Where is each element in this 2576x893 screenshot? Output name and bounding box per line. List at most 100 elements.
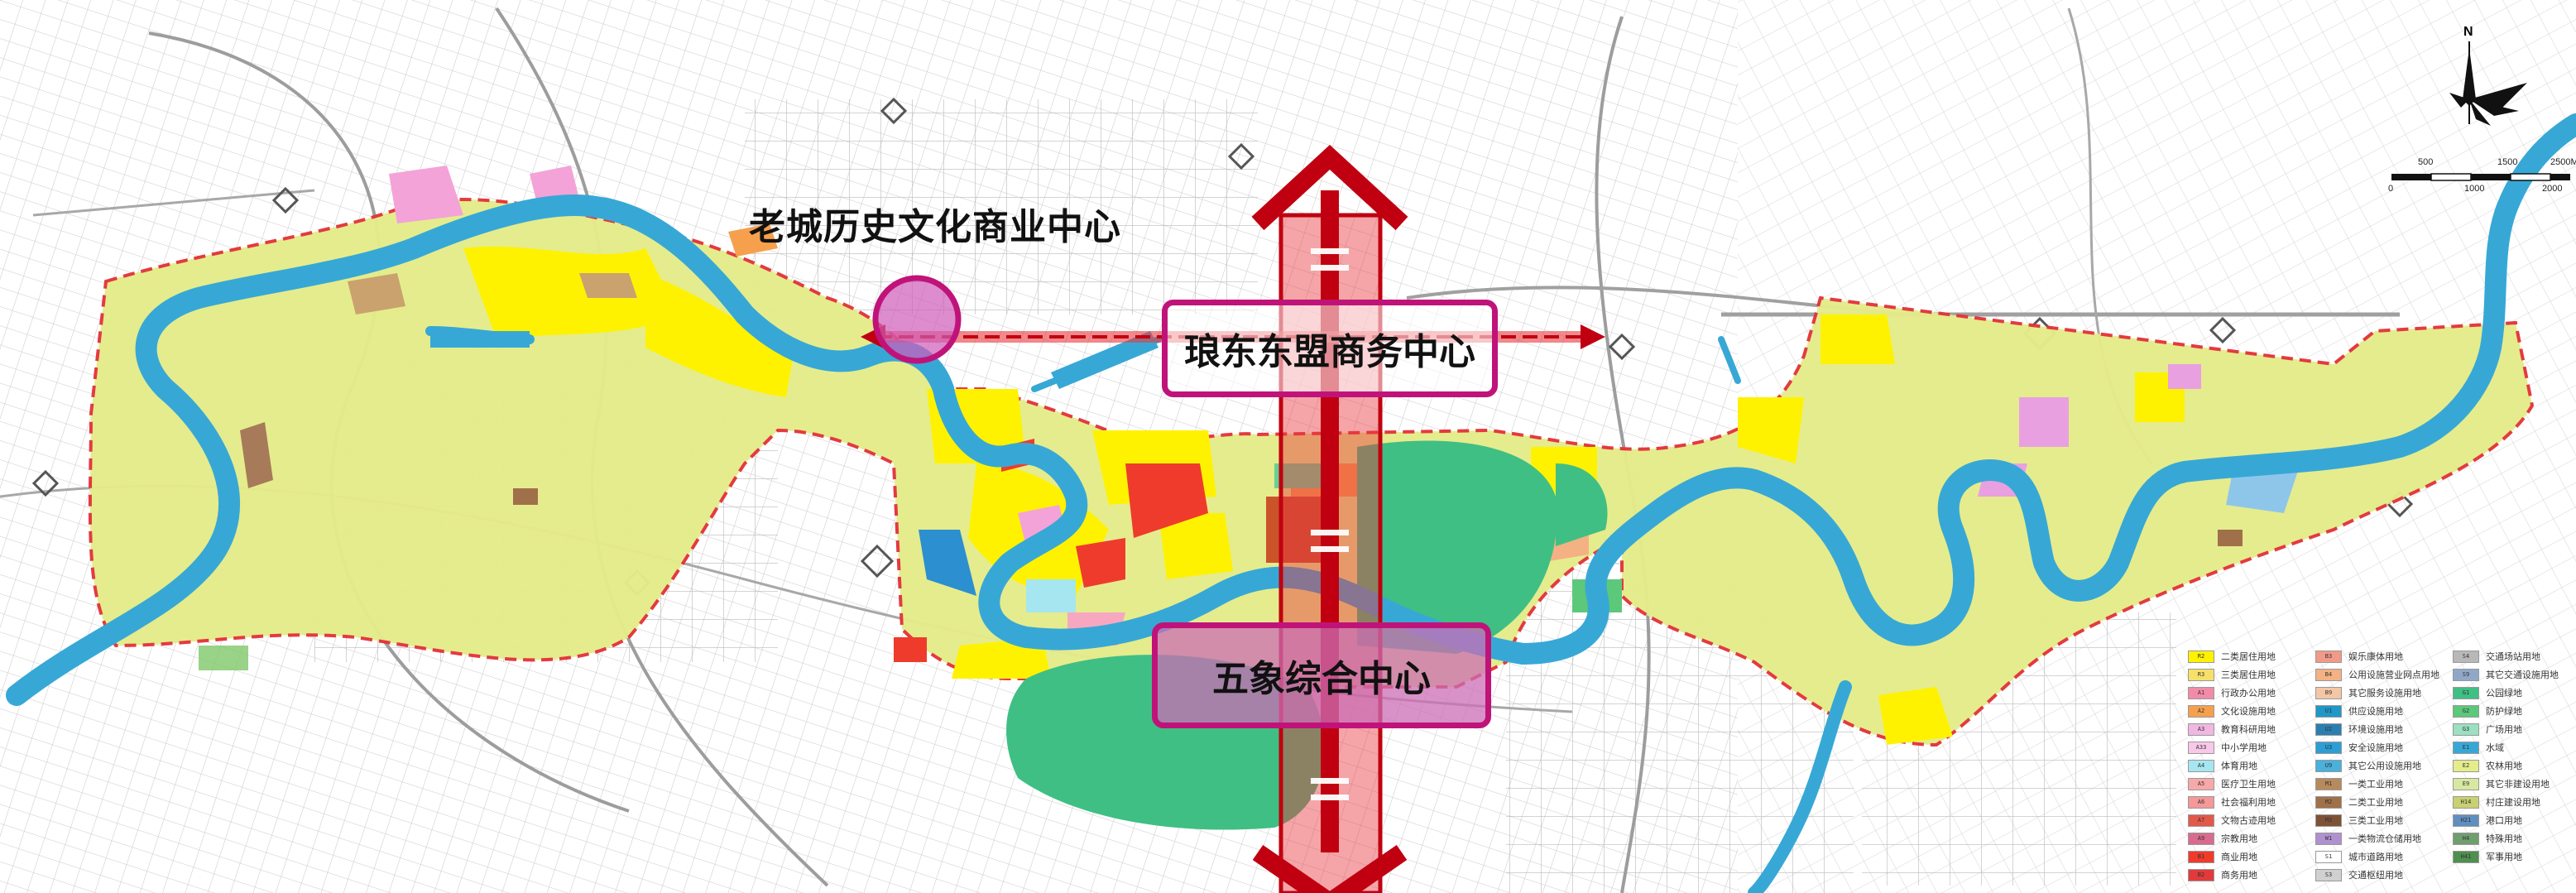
legend-item: A6 社会福利用地 — [2188, 793, 2276, 811]
legend-swatch: B3 — [2315, 650, 2342, 663]
legend-item: M2 二类工业用地 — [2315, 793, 2439, 811]
legend-label: 农林用地 — [2486, 761, 2522, 771]
legend-label: 城市道路用地 — [2348, 852, 2403, 862]
legend-label: 其它交通设施用地 — [2486, 670, 2559, 680]
legend-swatch: A5 — [2188, 777, 2214, 790]
central-axis — [1251, 145, 1408, 893]
wuxiang-center-label: 五象综合中心 — [1212, 658, 1431, 700]
legend-swatch: B4 — [2315, 668, 2342, 681]
legend-swatch: S3 — [2315, 868, 2342, 881]
legend-label: 一类工业用地 — [2348, 779, 2403, 790]
legend-swatch: U2 — [2315, 723, 2342, 736]
legend-swatch: G2 — [2453, 704, 2479, 718]
legend-swatch: A33 — [2188, 741, 2214, 754]
legend-label: 交通场站用地 — [2486, 651, 2540, 662]
legend-swatch: A3 — [2188, 723, 2214, 736]
legend-item: A7 文物古迹用地 — [2188, 811, 2276, 829]
legend-label: 特殊用地 — [2486, 833, 2522, 844]
legend-label: 广场用地 — [2486, 724, 2522, 735]
legend-swatch: M1 — [2315, 777, 2342, 790]
legend-swatch: A1 — [2188, 686, 2214, 699]
legend-swatch: H21 — [2453, 814, 2479, 827]
old-town-center-marker — [872, 275, 962, 364]
scale-bottom-2000: 2000 — [2542, 184, 2563, 194]
legend-item: S4 交通场站用地 — [2453, 647, 2559, 665]
legend-item: G1 公园绿地 — [2453, 684, 2559, 702]
legend-label: 文物古迹用地 — [2221, 815, 2276, 826]
legend-item: U1 供应设施用地 — [2315, 702, 2439, 720]
compass-icon — [2449, 41, 2527, 126]
legend-swatch: G1 — [2453, 686, 2479, 699]
legend-label: 其它非建设用地 — [2486, 779, 2550, 790]
legend-label: 一类物流仓储用地 — [2348, 833, 2421, 844]
legend-label: 文化设施用地 — [2221, 706, 2276, 717]
legend-swatch: A6 — [2188, 795, 2214, 809]
asean-business-center-callout: 琅东东盟商务中心 — [1162, 300, 1498, 397]
legend-label: 二类居住用地 — [2221, 651, 2276, 662]
legend-item: H41 军事用地 — [2453, 847, 2559, 866]
legend-swatch: B2 — [2188, 868, 2214, 881]
legend-label: 商业用地 — [2221, 852, 2257, 862]
legend-item: R2 二类居住用地 — [2188, 647, 2276, 665]
legend-item: M1 一类工业用地 — [2315, 775, 2439, 793]
scale-top-1500: 1500 — [2497, 157, 2518, 167]
legend-swatch: U1 — [2315, 704, 2342, 718]
scale-bar — [2391, 173, 2570, 181]
legend-item: B4 公用设施营业网点用地 — [2315, 665, 2439, 684]
legend-label: 环境设施用地 — [2348, 724, 2403, 735]
legend-item: A1 行政办公用地 — [2188, 684, 2276, 702]
legend-label: 军事用地 — [2486, 852, 2522, 862]
legend-label: 二类工业用地 — [2348, 797, 2403, 808]
legend-swatch: A9 — [2188, 832, 2214, 845]
legend-label: 社会福利用地 — [2221, 797, 2276, 808]
legend-label: 防护绿地 — [2486, 706, 2522, 717]
legend-swatch: S1 — [2315, 850, 2342, 863]
legend-swatch: A4 — [2188, 759, 2214, 772]
legend-swatch: S4 — [2453, 650, 2479, 663]
legend-item: R3 三类居住用地 — [2188, 665, 2276, 684]
legend-swatch: W1 — [2315, 832, 2342, 845]
legend-item: A33 中小学用地 — [2188, 738, 2276, 756]
legend-item: W1 一类物流仓储用地 — [2315, 829, 2439, 847]
legend-swatch: M2 — [2315, 795, 2342, 809]
legend-swatch: R2 — [2188, 650, 2214, 663]
legend-label: 水域 — [2486, 742, 2504, 753]
legend-label: 公园绿地 — [2486, 688, 2522, 699]
river — [6, 113, 2576, 893]
legend-label: 行政办公用地 — [2221, 688, 2276, 699]
wuxiang-center-callout: 五象综合中心 — [1152, 622, 1491, 728]
scale-bottom-1000: 1000 — [2464, 184, 2485, 194]
legend-item: A2 文化设施用地 — [2188, 702, 2276, 720]
legend-swatch: H41 — [2453, 850, 2479, 863]
legend-label: 中小学用地 — [2221, 742, 2267, 753]
legend-swatch: R3 — [2188, 668, 2214, 681]
legend-label: 商务用地 — [2221, 870, 2257, 881]
legend-swatch: M3 — [2315, 814, 2342, 827]
legend-label: 公用设施营业网点用地 — [2348, 670, 2439, 680]
legend-label: 供应设施用地 — [2348, 706, 2403, 717]
legend-label: 村庄建设用地 — [2486, 797, 2540, 808]
legend-label: 三类居住用地 — [2221, 670, 2276, 680]
legend-swatch: A7 — [2188, 814, 2214, 827]
legend-item: U2 环境设施用地 — [2315, 720, 2439, 738]
legend-swatch: A2 — [2188, 704, 2214, 718]
legend-label: 安全设施用地 — [2348, 742, 2403, 753]
old-town-center-label: 老城历史文化商业中心 — [749, 206, 1121, 248]
